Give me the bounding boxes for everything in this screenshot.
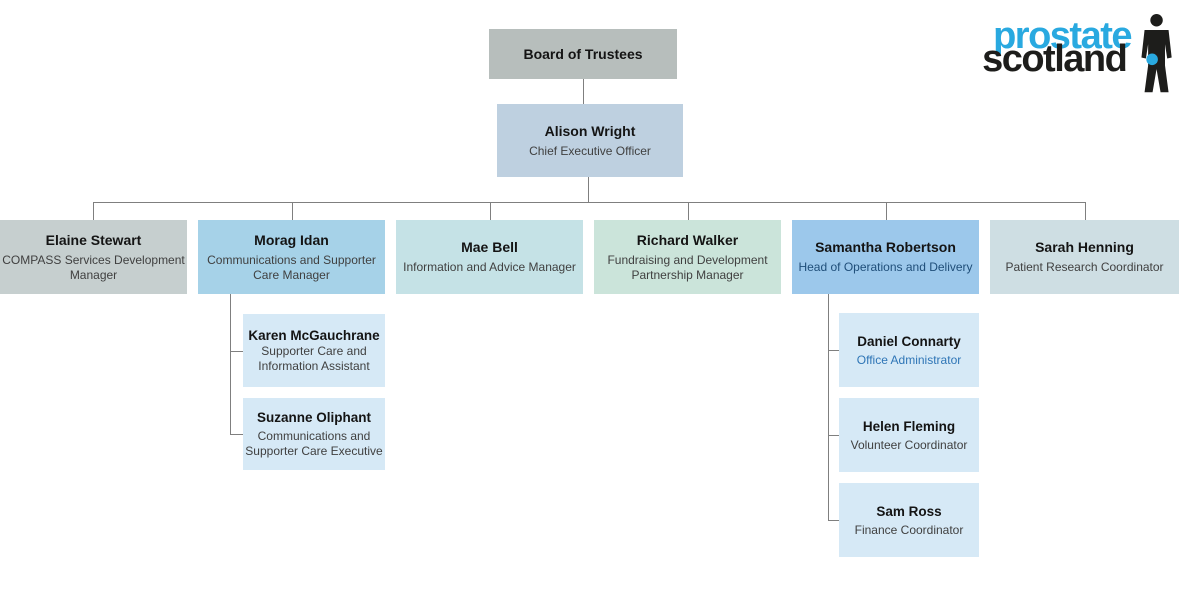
connector-ceo-drop bbox=[588, 177, 589, 202]
org-node-sarah-henning: Sarah Henning Patient Research Coordinat… bbox=[990, 220, 1179, 294]
person-name: Helen Fleming bbox=[862, 418, 956, 434]
connector-drop-morag bbox=[292, 202, 293, 220]
org-node-morag-idan: Morag Idan Communications and Supporter … bbox=[198, 220, 385, 294]
person-title: Communications and Supporter Care Execut… bbox=[245, 429, 383, 458]
org-node-helen-fleming: Helen Fleming Volunteer Coordinator bbox=[839, 398, 979, 472]
connector-drop-samantha bbox=[886, 202, 887, 220]
connector-board-to-ceo bbox=[583, 79, 584, 104]
person-title: Head of Operations and Delivery bbox=[798, 260, 973, 274]
logo-word-prostate: prostate bbox=[993, 15, 1132, 57]
org-node-daniel-connarty: Daniel Connarty Office Administrator bbox=[839, 313, 979, 387]
org-node-elaine-stewart: Elaine Stewart COMPASS Services Developm… bbox=[0, 220, 187, 294]
org-node-suzanne-oliphant: Suzanne Oliphant Communications and Supp… bbox=[243, 398, 385, 470]
person-title: Supporter Care and Information Assistant bbox=[258, 344, 370, 373]
person-name: Suzanne Oliphant bbox=[256, 410, 371, 425]
logo-wordmark: prostate scotland bbox=[982, 12, 1132, 80]
person-name: Morag Idan bbox=[254, 231, 329, 248]
person-name: Mae Bell bbox=[461, 239, 518, 255]
person-name: Samantha Robertson bbox=[815, 239, 956, 255]
person-name: Karen McGauchrane bbox=[248, 328, 380, 343]
man-figure-icon bbox=[1141, 14, 1172, 93]
prostate-scotland-logo: prostate scotland bbox=[982, 12, 1175, 94]
connector-drop-richard bbox=[688, 202, 689, 220]
connector-morag-hang bbox=[230, 294, 231, 434]
person-name: Alison Wright bbox=[544, 122, 636, 139]
connector-elbow-sam bbox=[828, 520, 839, 521]
connector-drop-elaine bbox=[93, 202, 94, 220]
org-node-richard-walker: Richard Walker Fundraising and Developme… bbox=[594, 220, 781, 294]
logo-word-scotland: scotland bbox=[982, 38, 1128, 80]
connector-drop-mae bbox=[490, 202, 491, 220]
org-node-board-of-trustees: Board of Trustees bbox=[489, 29, 677, 79]
connector-elbow-suzanne bbox=[230, 434, 243, 435]
connector-drop-sarah bbox=[1085, 202, 1086, 220]
person-title: Volunteer Coordinator bbox=[850, 437, 968, 452]
node-title: Board of Trustees bbox=[523, 45, 643, 62]
person-name: Sam Ross bbox=[876, 503, 942, 519]
connector-elbow-karen bbox=[230, 351, 243, 352]
connector-rail bbox=[93, 202, 1085, 203]
person-title: Office Administrator bbox=[856, 352, 962, 367]
person-title: Information and Advice Manager bbox=[403, 260, 576, 274]
connector-elbow-helen bbox=[828, 435, 839, 436]
person-name: Daniel Connarty bbox=[857, 333, 961, 349]
person-name: Sarah Henning bbox=[1035, 239, 1134, 255]
person-name: Elaine Stewart bbox=[45, 231, 142, 248]
person-name: Richard Walker bbox=[636, 231, 739, 248]
org-node-mae-bell: Mae Bell Information and Advice Manager bbox=[396, 220, 583, 294]
person-title: Patient Research Coordinator bbox=[1005, 260, 1164, 274]
person-title: Chief Executive Officer bbox=[529, 143, 651, 158]
org-node-alison-wright: Alison Wright Chief Executive Officer bbox=[497, 104, 683, 177]
connector-samantha-hang bbox=[828, 294, 829, 520]
person-title: COMPASS Services Development Manager bbox=[2, 252, 185, 282]
org-node-samantha-robertson: Samantha Robertson Head of Operations an… bbox=[792, 220, 979, 294]
person-title: Communications and Supporter Care Manage… bbox=[207, 252, 376, 282]
person-title: Finance Coordinator bbox=[854, 522, 964, 537]
org-node-sam-ross: Sam Ross Finance Coordinator bbox=[839, 483, 979, 557]
person-title: Fundraising and Development Partnership … bbox=[607, 252, 768, 282]
connector-elbow-daniel bbox=[828, 350, 839, 351]
org-node-karen-mcgauchrane: Karen McGauchrane Supporter Care and Inf… bbox=[243, 314, 385, 387]
